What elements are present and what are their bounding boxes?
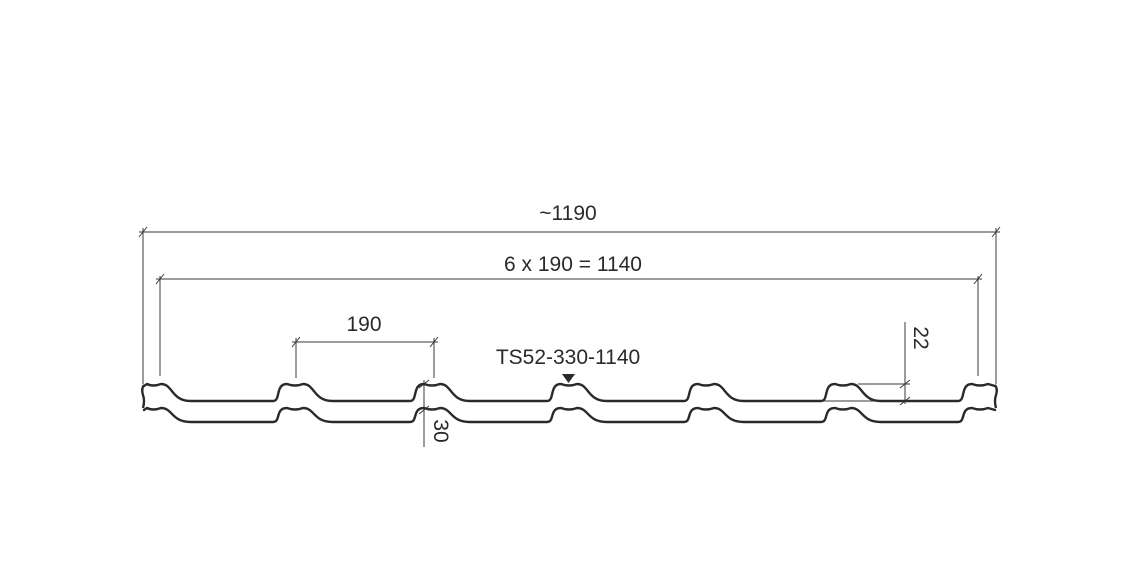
tile-profile	[141, 382, 998, 424]
profile-left-end	[141, 384, 146, 409]
tile-designation-label: TS52-330-1140	[496, 346, 640, 369]
overall-width-tick-left	[138, 226, 148, 238]
overall-width-label: ~1190	[539, 202, 596, 225]
pitch-dimension: 190	[291, 313, 439, 378]
cover-width-tick-right	[973, 273, 983, 285]
profile-right-end	[993, 384, 998, 409]
profile-height-dimension: 30	[418, 379, 452, 447]
profile-upper-edge	[142, 382, 997, 403]
tile-designation: TS52-330-1140	[496, 346, 640, 383]
cover-width-dimension: 6 x 190 = 1140	[155, 253, 983, 376]
step-height-tick-top	[899, 379, 911, 389]
tile-designation-marker	[562, 374, 575, 383]
overall-width-tick-right	[991, 226, 1001, 238]
profile-height-tick-bottom	[418, 405, 430, 415]
cover-width-tick-left	[155, 273, 165, 285]
pitch-tick-left	[291, 336, 301, 348]
cover-width-label: 6 x 190 = 1140	[504, 253, 642, 276]
step-height-dimension: 22	[800, 322, 932, 406]
step-height-label: 22	[909, 326, 932, 349]
profile-lower-edge	[142, 406, 997, 424]
pitch-label: 190	[346, 313, 381, 336]
overall-width-dimension: ~1190	[138, 202, 1001, 384]
profile-height-label: 30	[429, 419, 452, 442]
pitch-tick-right	[429, 336, 439, 348]
